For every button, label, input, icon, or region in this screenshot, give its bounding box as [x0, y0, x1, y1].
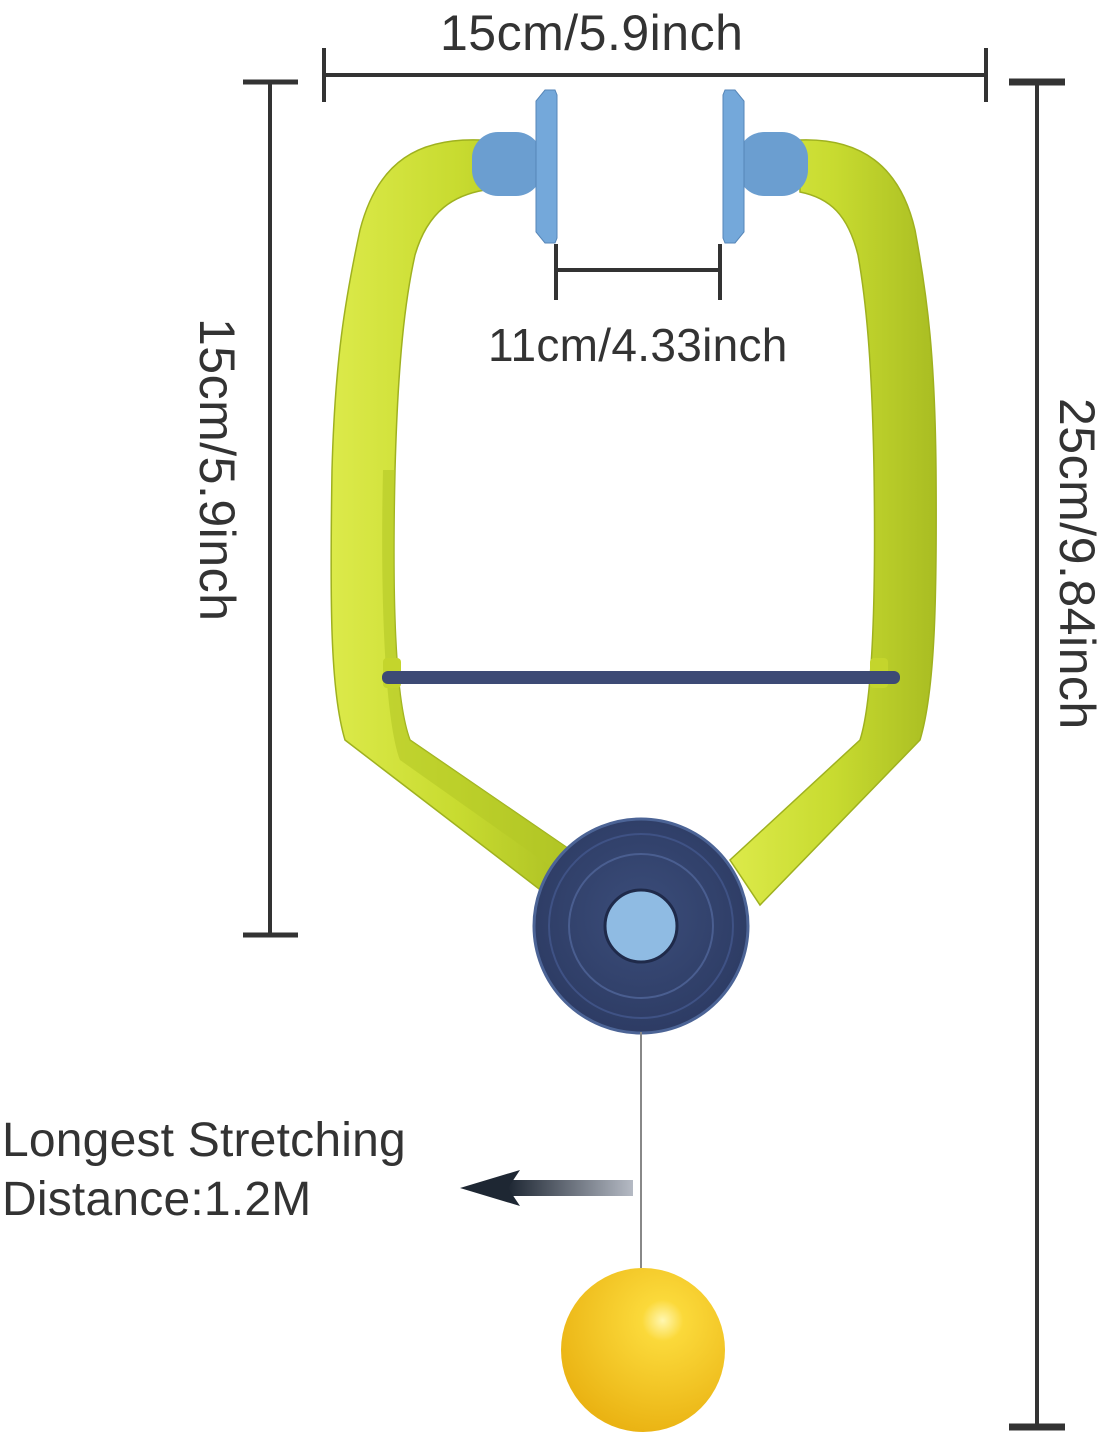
pull-ball: [561, 1268, 725, 1432]
frame-height-label: 15cm/5.9inch: [189, 318, 245, 622]
total-height-label: 25cm/9.84inch: [1049, 398, 1105, 730]
top-width-dimension-line: [322, 48, 988, 102]
right-ear-knob: [722, 89, 808, 244]
stretch-label-line1: Longest Stretching: [2, 1114, 406, 1167]
stretch-arrow: [460, 1170, 633, 1206]
left-height-dimension-line: [243, 79, 298, 938]
right-height-dimension-line: [1009, 78, 1065, 1431]
frame: [330, 139, 937, 907]
inner-gap-dimension-line: [554, 244, 722, 300]
hub-reel: [532, 817, 750, 1035]
stretch-label-line2: Distance:1.2M: [2, 1172, 312, 1226]
crossbar: [382, 671, 900, 684]
inner-gap-label: 11cm/4.33inch: [488, 319, 788, 371]
left-ear-knob: [472, 89, 558, 244]
stretch-distance-annotation: Longest Stretching Distance:1.2M: [2, 1112, 406, 1229]
overall-width-label: 15cm/5.9inch: [440, 5, 744, 61]
